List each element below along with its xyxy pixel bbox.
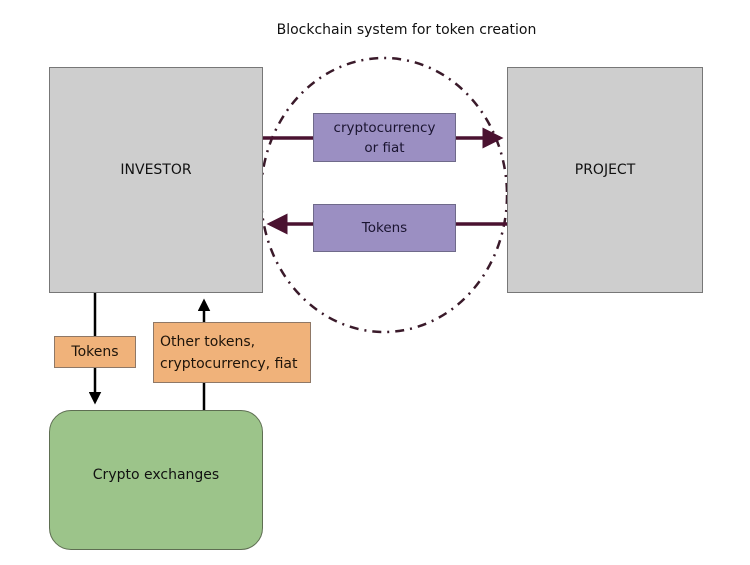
investor-label: INVESTOR <box>120 162 192 178</box>
flow-label-text: Tokens <box>71 344 119 360</box>
flow-label-tokens-to-investor: Tokens <box>313 204 456 252</box>
flow-label-tokens-to-exchanges: Tokens <box>54 336 136 368</box>
flow-label-line: cryptocurrency <box>333 119 436 136</box>
flow-label-cryptocurrency-or-fiat: cryptocurrency or fiat <box>313 113 456 162</box>
flow-label-line: cryptocurrency, fiat <box>160 355 298 372</box>
flow-label-other-tokens: Other tokens, cryptocurrency, fiat <box>153 322 311 383</box>
blockchain-boundary <box>259 56 509 334</box>
flow-label-line: or fiat <box>364 139 405 156</box>
project-node: PROJECT <box>507 67 703 293</box>
flow-label-text: Tokens <box>361 220 408 236</box>
project-label: PROJECT <box>574 162 636 178</box>
diagram-title: Blockchain system for token creation <box>276 22 537 38</box>
crypto-exchanges-node: Crypto exchanges <box>49 410 263 550</box>
flow-label-line: Other tokens, <box>160 333 256 350</box>
exchanges-label: Crypto exchanges <box>92 467 220 483</box>
investor-node: INVESTOR <box>49 67 263 293</box>
